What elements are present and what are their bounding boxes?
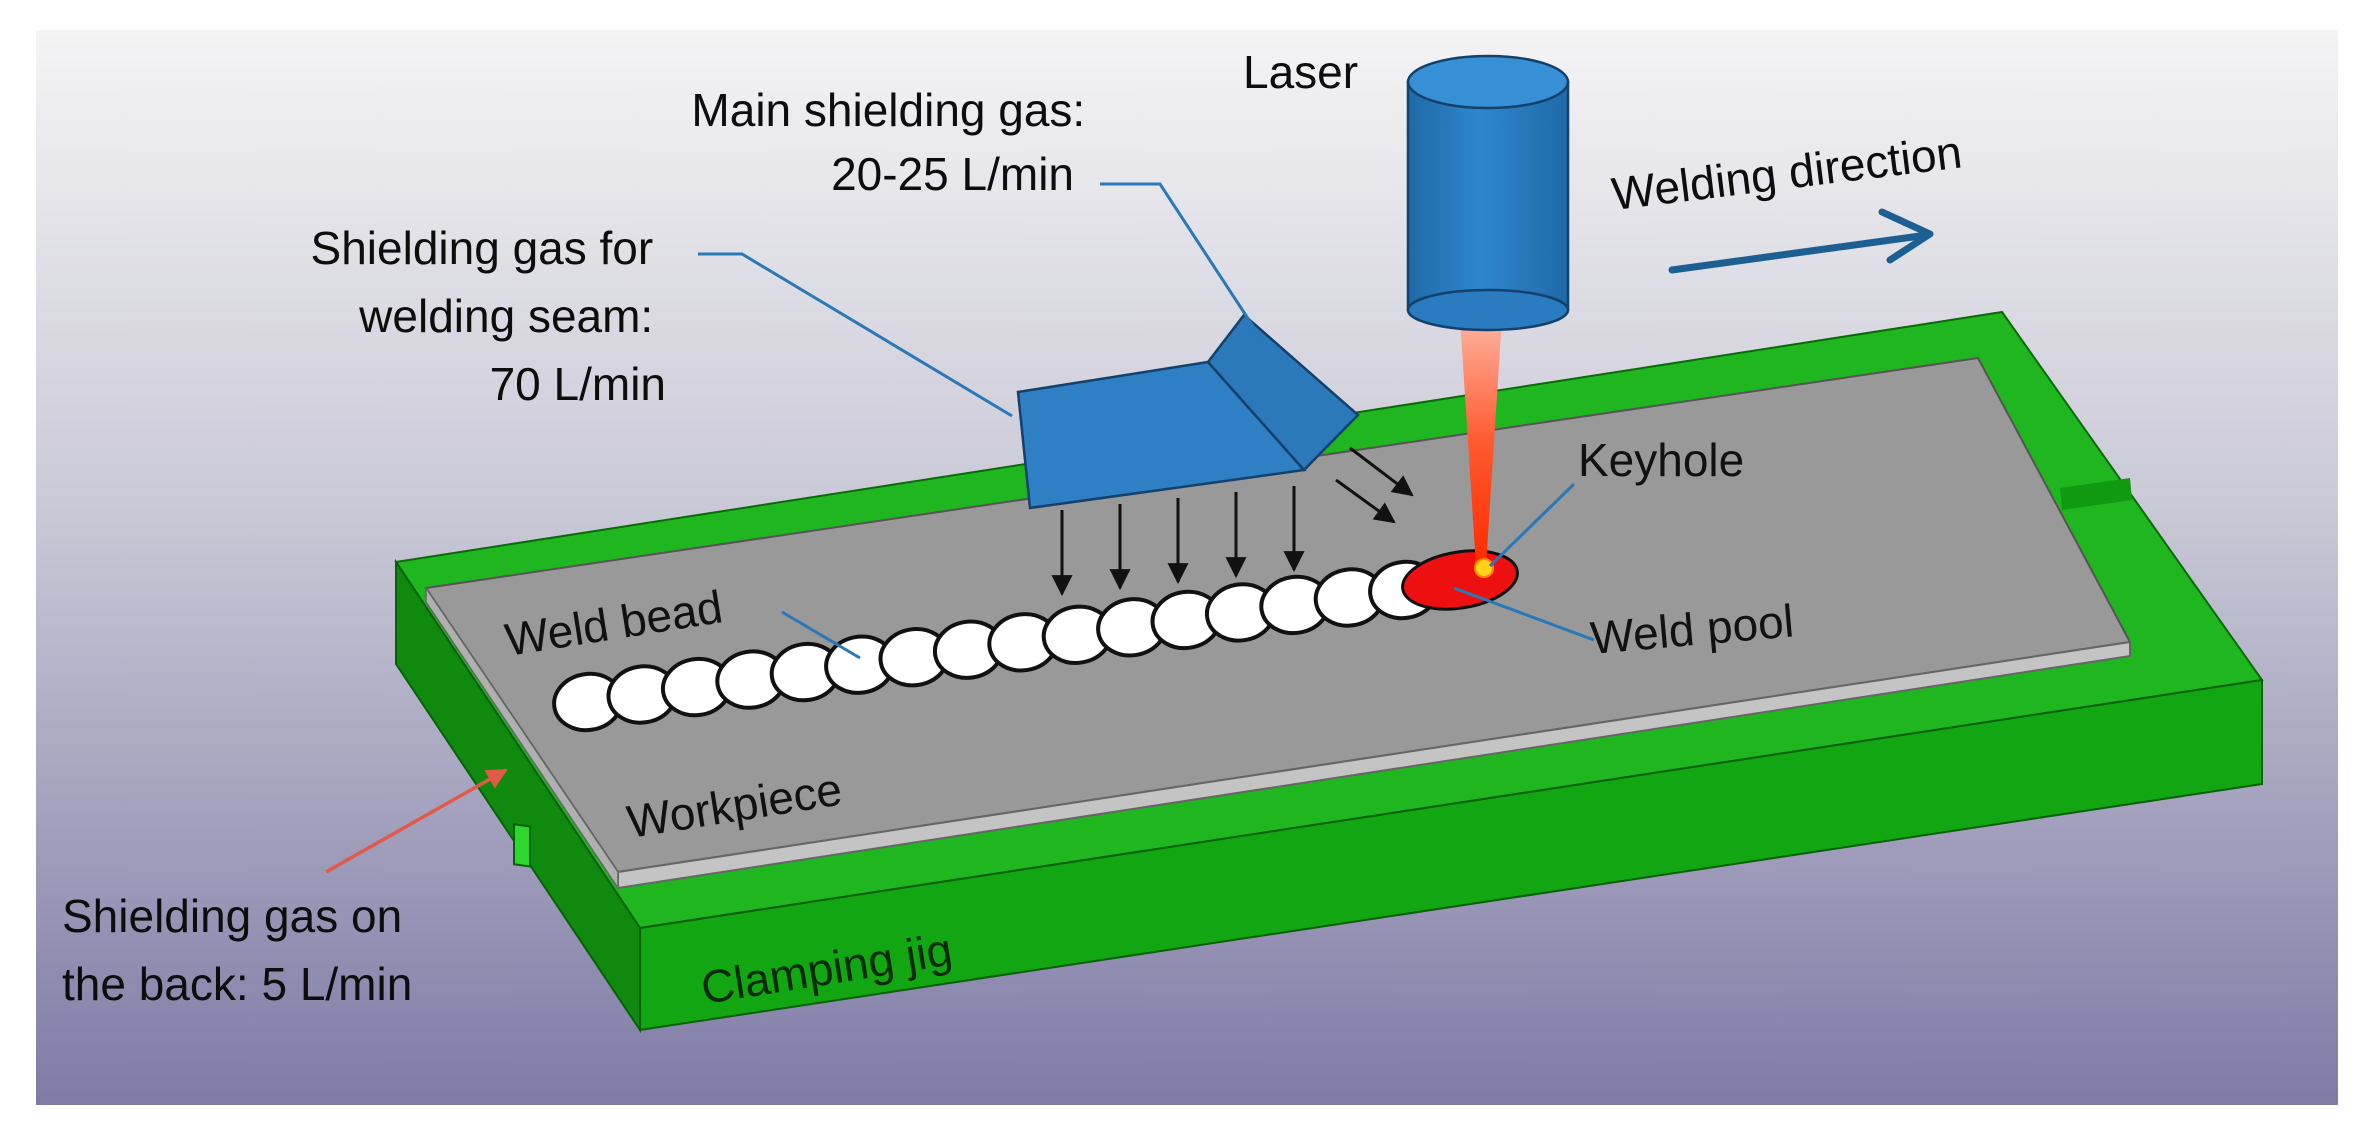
main-gas-line-2: 20-25 L/min bbox=[831, 148, 1074, 200]
seam-gas-leader bbox=[698, 252, 1013, 418]
laser-cylinder-body bbox=[1406, 80, 1570, 312]
weld-pool-leader bbox=[1453, 586, 1595, 642]
gas-arrow bbox=[1349, 446, 1414, 497]
back-gas-leader bbox=[325, 768, 508, 874]
weld-bead bbox=[552, 559, 1440, 733]
laser-head bbox=[1406, 54, 1570, 566]
main-gas-line-1: Main shielding gas: bbox=[691, 84, 1085, 136]
seam-gas-label: Shielding gas for welding seam: 70 L/min bbox=[311, 222, 666, 410]
back-gas-inlet bbox=[513, 823, 531, 868]
laser-cylinder-top bbox=[1406, 54, 1570, 110]
back-gas-line-1: Shielding gas on bbox=[62, 890, 402, 942]
laser-cylinder-bottom bbox=[1406, 288, 1570, 332]
main-gas-leader bbox=[1100, 182, 1264, 341]
laser-beam bbox=[1460, 318, 1502, 566]
gas-nozzle bbox=[1016, 313, 1360, 510]
seam-gas-line-1: Shielding gas for bbox=[311, 222, 654, 274]
gas-arrow bbox=[1335, 478, 1396, 524]
seam-gas-line-2: welding seam: bbox=[358, 290, 653, 342]
weld-bead-leader bbox=[781, 610, 861, 660]
leader-lines bbox=[698, 182, 1595, 660]
gas-flow-arrows bbox=[1051, 446, 1414, 597]
keyhole-label: Keyhole bbox=[1578, 434, 1744, 486]
main-gas-label: Main shielding gas: 20-25 L/min bbox=[691, 84, 1098, 200]
laser-label: Laser bbox=[1243, 46, 1358, 98]
welding-direction-arrow bbox=[1668, 208, 1934, 274]
keyhole-leader bbox=[1488, 482, 1576, 568]
seam-gas-line-3: 70 L/min bbox=[490, 358, 666, 410]
jig-slot bbox=[2060, 478, 2132, 510]
back-gas-line-2: the back: 5 L/min bbox=[62, 958, 412, 1010]
keyhole bbox=[1474, 558, 1494, 578]
workpiece-left-edge bbox=[425, 585, 619, 891]
jig-front-side bbox=[639, 678, 2263, 1032]
back-gas-label: Shielding gas on the back: 5 L/min bbox=[62, 890, 415, 1010]
nozzle-secondary-block bbox=[1206, 313, 1360, 472]
